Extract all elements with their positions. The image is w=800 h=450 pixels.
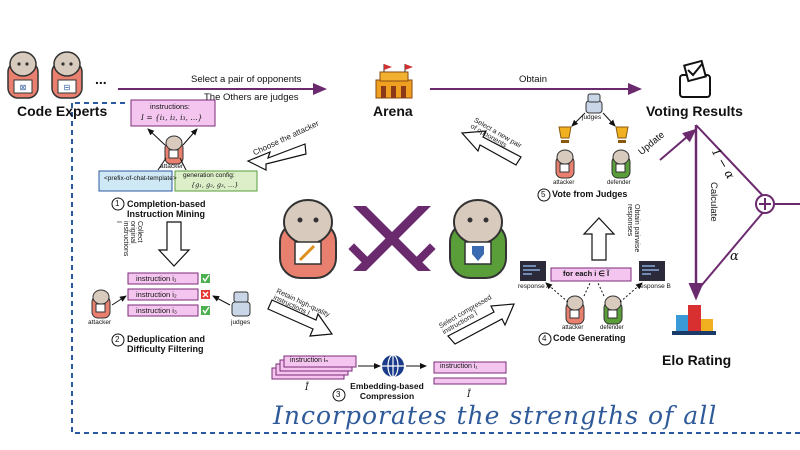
instr-3: instruction i₃ [136,306,177,315]
arena-label: Arena [373,103,413,119]
expert-robot-1-icon: ⊠ [7,51,39,99]
battle-defender-robot-icon [449,199,507,279]
code-window-left-icon [520,261,546,281]
step2-title: Deduplication and Difficulty Filtering [127,334,206,355]
svg-text:⊠: ⊠ [20,83,27,92]
check-icon [201,274,210,283]
i-bar-left: Ĩ [305,383,309,393]
svg-text:⊟: ⊟ [64,83,71,92]
dashed-frame [71,103,800,434]
step4-attacker-caption: attacker [562,325,584,331]
instruction-stack-label: instruction iₙ [290,357,329,364]
step1-attacker-caption: attacker [160,163,184,170]
step5-defender-caption: defender [607,180,631,186]
check-icon [201,306,210,315]
step4-number: 4 [542,334,547,343]
step2-attacker-caption: attacker [88,319,112,326]
step1-title: Completion-based Instruction Mining [127,199,206,220]
attacker-robot-2-icon [91,289,111,319]
podium-icon [672,305,716,335]
select-new-pair-outline-arrow [460,130,522,166]
code-window-right-icon [639,261,665,281]
step5-number: 5 [541,190,546,199]
judge-robot-icon [231,291,251,317]
instruction-compressed-label: instruction i₁ [440,363,478,370]
attacker-robot-icon [164,135,184,165]
step2-number: 2 [115,335,120,344]
collect-label: Collect original instructions I [115,221,143,257]
step4-title: Code Generating [553,333,626,343]
instr-1: instruction i₁ [136,274,177,283]
step1-number: 1 [115,199,120,208]
step4-defender-robot-icon [603,295,623,325]
incorporate-caption: Incorporates the strengths of all [273,401,718,430]
step5-defender-robot-icon [611,149,631,179]
step4-defender-caption: defender [600,325,624,331]
select-pair-label: Select a pair of opponents [191,74,302,85]
instruction-stack-left [271,355,357,380]
step2-judges-caption: judges [231,319,251,326]
step5-judges-caption: judges [582,114,602,121]
for-each-label: for each i ∈ Ĩ [563,269,610,278]
elo-rating-label: Elo Rating [662,352,732,368]
step5-title: Vote from Judges [552,189,628,199]
step3-title: Embedding-based Compression [350,381,424,401]
ballot-box-icon [679,59,711,98]
code-experts-label: Code Experts [17,103,108,119]
experts-ellipsis: ... [95,71,107,87]
battle-attacker-robot-icon [279,199,337,279]
judge-robot-top-icon [585,93,603,114]
down-outline-arrow [157,221,191,267]
instructions-formula: I = {i₁, i₂, i₃, …} [141,113,203,122]
arena-icon [375,64,413,99]
step4-attacker-robot-icon [565,295,585,325]
crossed-swords-icon [348,206,436,271]
step5-attacker-robot-icon [555,149,575,179]
obtain-label: Obtain [519,74,547,85]
alpha-label: α [730,249,739,264]
step5-attacker-caption: attacker [553,180,575,186]
left-outline-arrow [246,143,307,171]
up-outline-arrow [582,217,616,261]
instr-2: instruction i₂ [136,290,177,299]
i-bar-right: Ĩ [467,390,471,400]
voting-results-label: Voting Results [646,103,743,119]
calculate-label: Calculate [708,182,719,222]
obtain-pairwise-label: Obtain pairwise responses [626,204,640,253]
select-compressed-outline-arrow [447,303,515,345]
others-judges-label: The Others are judges [204,92,299,103]
instructions-box-label: instructions: [150,102,191,111]
trophy-right-icon [615,126,629,143]
trophy-left-icon [558,126,572,143]
gen-config-label: generation config: [183,172,235,179]
step3-number: 3 [336,390,341,399]
prefix-box-label: <prefix-of-chat-template> [104,175,177,182]
response-b-label: response B [638,283,671,290]
response-a-label: response A [518,283,551,290]
gen-config-formula: {g₁, g₂, g₃, …} [191,181,239,189]
expert-robot-2-icon: ⊟ [51,51,83,99]
retain-outline-arrow [267,299,334,337]
